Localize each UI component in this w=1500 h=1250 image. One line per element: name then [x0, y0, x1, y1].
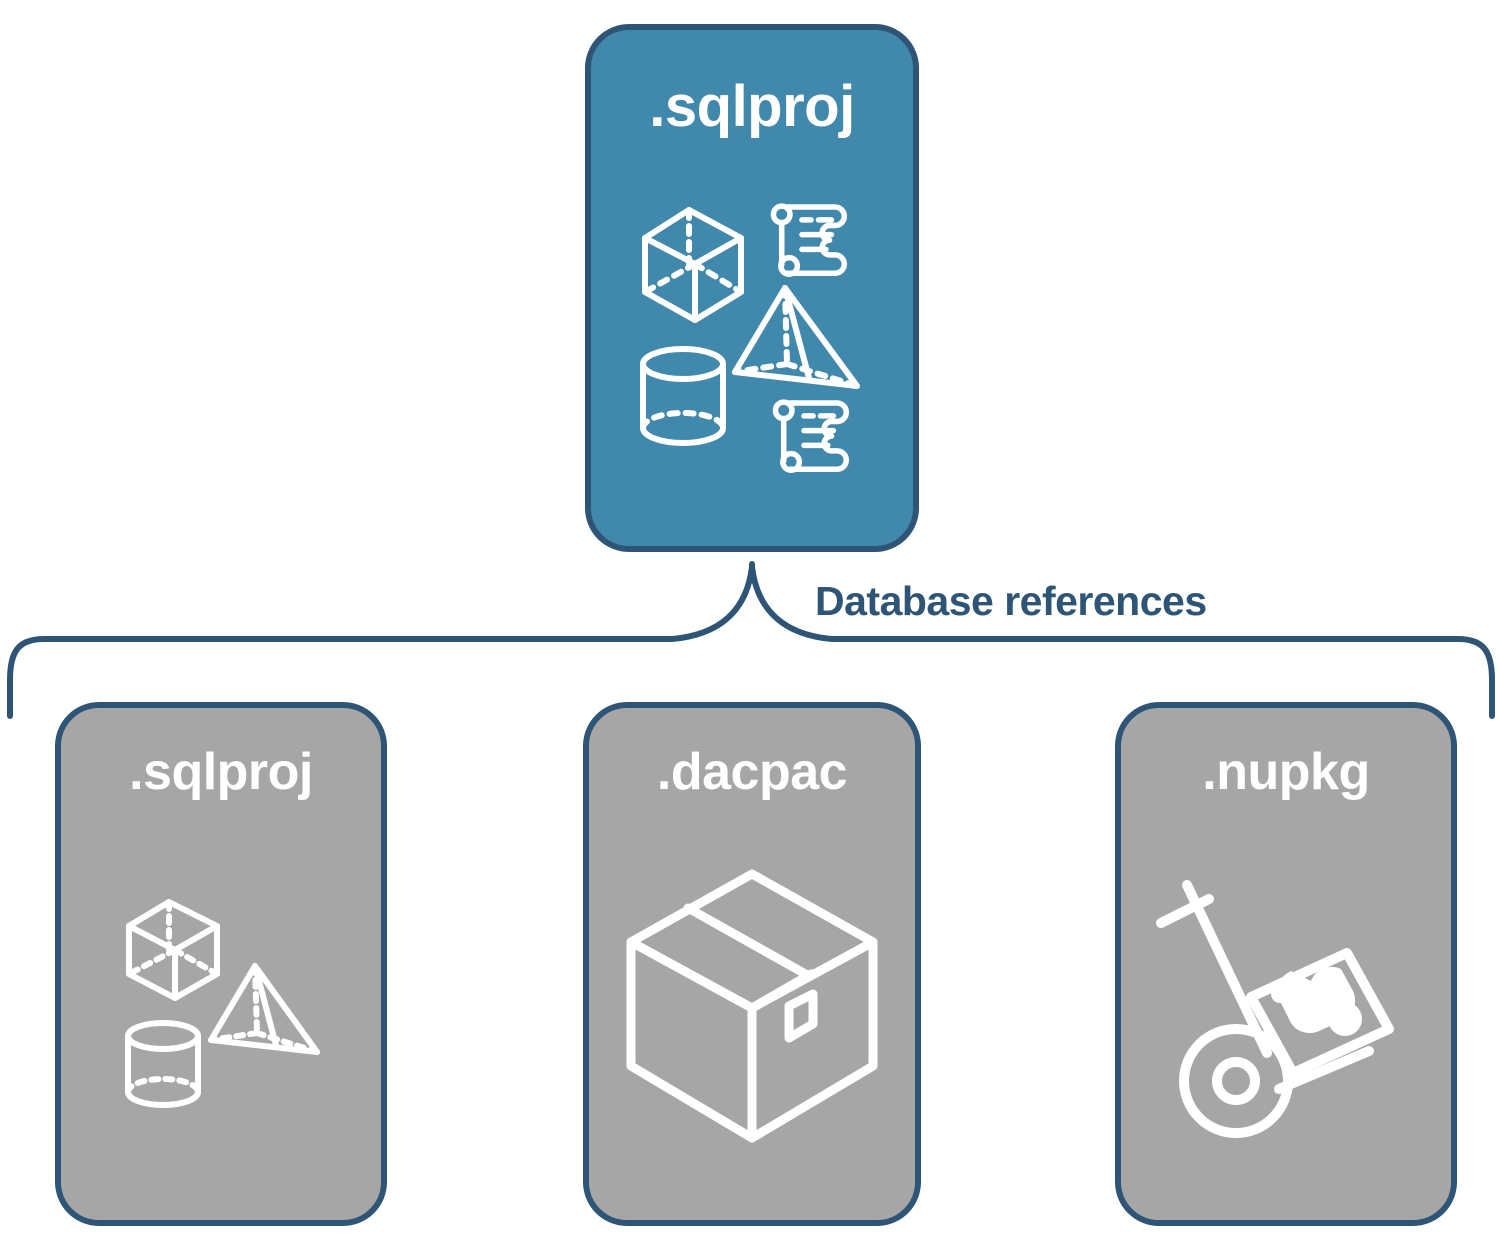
- connector-label: Database references: [815, 578, 1207, 624]
- hand-truck-icon: [1156, 880, 1374, 1138]
- pyramid-wireframe-icon: [208, 963, 320, 1055]
- scroll-icon: [772, 399, 850, 473]
- pyramid-wireframe-icon: [732, 285, 860, 389]
- hand-truck-package-icon: [1121, 792, 1451, 1220]
- database-objects-icon: [61, 792, 381, 1220]
- package-box-icon: [589, 792, 915, 1220]
- scroll-icon: [770, 203, 848, 277]
- node-title: .dacpac: [656, 743, 848, 801]
- cube-wireframe-icon: [642, 207, 744, 323]
- node-dacpac-reference[interactable]: .dacpac: [583, 702, 921, 1226]
- node-title: .sqlproj: [129, 743, 313, 801]
- nuget-package-icon: [1246, 948, 1394, 1078]
- cube-wireframe-icon: [126, 899, 220, 1001]
- node-sqlproj-reference[interactable]: .sqlproj: [55, 702, 387, 1226]
- node-title: .sqlproj: [649, 74, 855, 139]
- cylinder-wireframe-icon: [125, 1020, 201, 1108]
- node-sqlproj-root[interactable]: .sqlproj: [585, 24, 919, 552]
- shipping-box-icon: [626, 869, 878, 1143]
- node-nupkg-reference[interactable]: .nupkg: [1115, 702, 1457, 1226]
- cylinder-wireframe-icon: [640, 346, 726, 446]
- database-objects-icon: [591, 126, 913, 546]
- node-title: .nupkg: [1202, 743, 1370, 801]
